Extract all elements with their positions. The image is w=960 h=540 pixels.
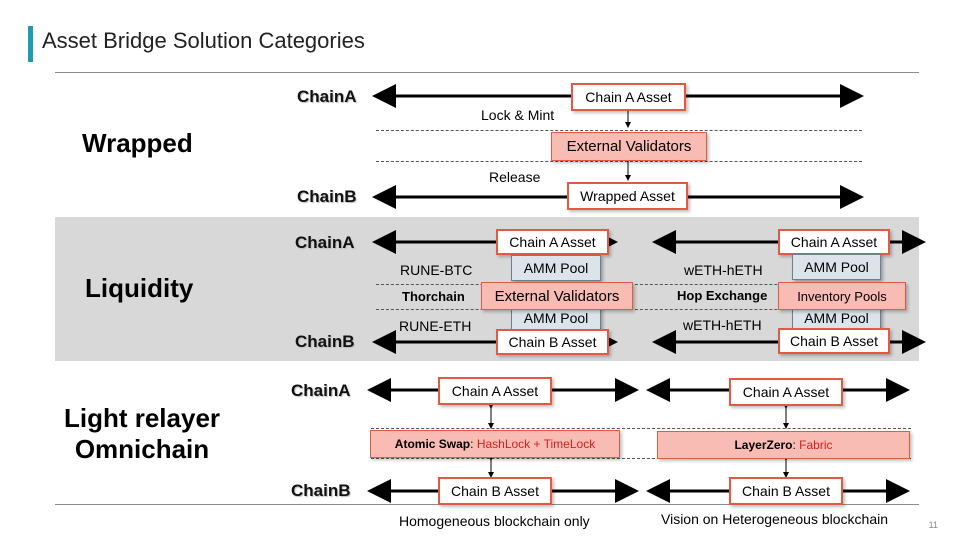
light-right-caption: Vision on Heterogeneous blockchain [661,511,889,527]
light-chain-b-label: ChainB [291,481,351,500]
category-omnichain: Omnichain [74,434,210,464]
liquidity-right-pair-bottom: wETH-hETH [683,317,762,333]
light-left-chain-b-asset: Chain B Asset [438,477,552,505]
category-wrapped: Wrapped [82,128,193,158]
category-light-relayer: Light relayer [63,403,221,433]
liquidity-right-chain-a-asset: Chain A Asset [778,229,890,255]
liquidity-chain-b-label: ChainB [295,332,355,351]
liquidity-right-chain-b-asset: Chain B Asset [778,328,890,354]
liquidity-left-pair-top: RUNE-BTC [400,262,473,278]
page-number: 11 [928,520,938,530]
light-right-mechanism-sep: : [792,438,800,452]
light-right-mechanism-name: LayerZero [734,438,793,452]
liquidity-left-external-validators: External Validators [481,282,633,310]
liquidity-left-protocol: Thorchain [402,289,465,304]
light-left-chain-a-asset: Chain A Asset [438,377,552,405]
liquidity-left-pair-bottom: RUNE-ETH [399,318,472,334]
liquidity-right-inventory-pools: Inventory Pools [778,282,906,310]
page-title: Asset Bridge Solution Categories [42,28,365,53]
light-right-chain-a-asset: Chain A Asset [729,378,843,406]
wrapped-chain-a-label: ChainA [297,87,357,106]
wrapped-release-label: Release [489,169,541,185]
wrapped-asset-box: Wrapped Asset [567,182,688,210]
liquidity-right-pair-top: wETH-hETH [684,262,763,278]
title-accent-bar [28,26,33,62]
light-right-chain-b-asset: Chain B Asset [729,477,843,505]
wrapped-chain-b-label: ChainB [297,187,357,206]
light-chain-a-label: ChainA [291,381,351,400]
wrapped-dash-bottom [376,161,862,162]
category-liquidity: Liquidity [85,273,194,303]
light-left-mechanism-name: Atomic Swap [394,437,471,451]
light-left-mechanism-detail: HashLock + TimeLock [476,437,596,451]
liquidity-right-amm-pool-top: AMM Pool [792,254,881,280]
light-right-layerzero: LayerZero: Fabric [657,431,910,459]
light-left-atomic-swap: Atomic Swap: HashLock + TimeLock [370,430,620,458]
liquidity-left-chain-a-asset: Chain A Asset [496,229,609,255]
light-right-mechanism-detail: Fabric [799,438,833,452]
light-dash-top [371,428,911,429]
liquidity-left-amm-pool-top: AMM Pool [511,255,601,281]
light-dash-bottom [371,458,911,459]
wrapped-dash-top [376,130,862,131]
liquidity-left-chain-b-asset: Chain B Asset [496,329,609,355]
wrapped-chain-a-asset-box: Chain A Asset [571,83,686,111]
liquidity-right-protocol: Hop Exchange [677,288,768,303]
light-left-caption: Homogeneous blockchain only [399,513,590,529]
liquidity-chain-a-label: ChainA [295,233,355,252]
wrapped-external-validators: External Validators [551,132,707,161]
light-left-mechanism-sep: : [470,437,477,451]
top-divider [55,72,919,73]
wrapped-lock-mint-label: Lock & Mint [481,107,555,123]
